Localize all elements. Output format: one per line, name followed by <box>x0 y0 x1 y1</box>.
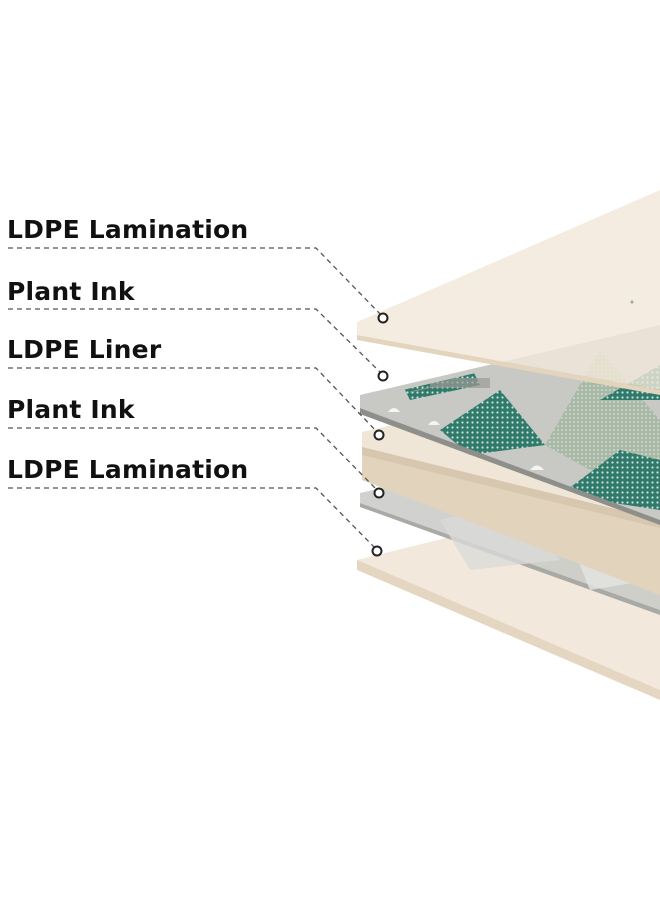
leader-line-2 <box>8 308 384 376</box>
top-lamination-sheet <box>357 190 660 395</box>
label-plant-ink-top: Plant Ink <box>7 277 135 306</box>
marker-5 <box>371 545 383 557</box>
label-ldpe-liner: LDPE Liner <box>7 335 162 364</box>
leader-lines <box>8 247 384 551</box>
marker-4 <box>373 487 385 499</box>
marker-3 <box>373 429 385 441</box>
leader-line-3 <box>8 367 380 435</box>
label-ldpe-lamination-bottom: LDPE Lamination <box>7 455 249 484</box>
leader-line-5 <box>8 487 378 551</box>
label-ldpe-lamination-top: LDPE Lamination <box>7 215 249 244</box>
label-plant-ink-bottom: Plant Ink <box>7 395 135 424</box>
leader-line-1 <box>8 247 384 318</box>
leader-line-4 <box>8 427 380 493</box>
marker-1 <box>377 312 389 324</box>
marker-2 <box>377 370 389 382</box>
leader-markers <box>371 312 389 557</box>
